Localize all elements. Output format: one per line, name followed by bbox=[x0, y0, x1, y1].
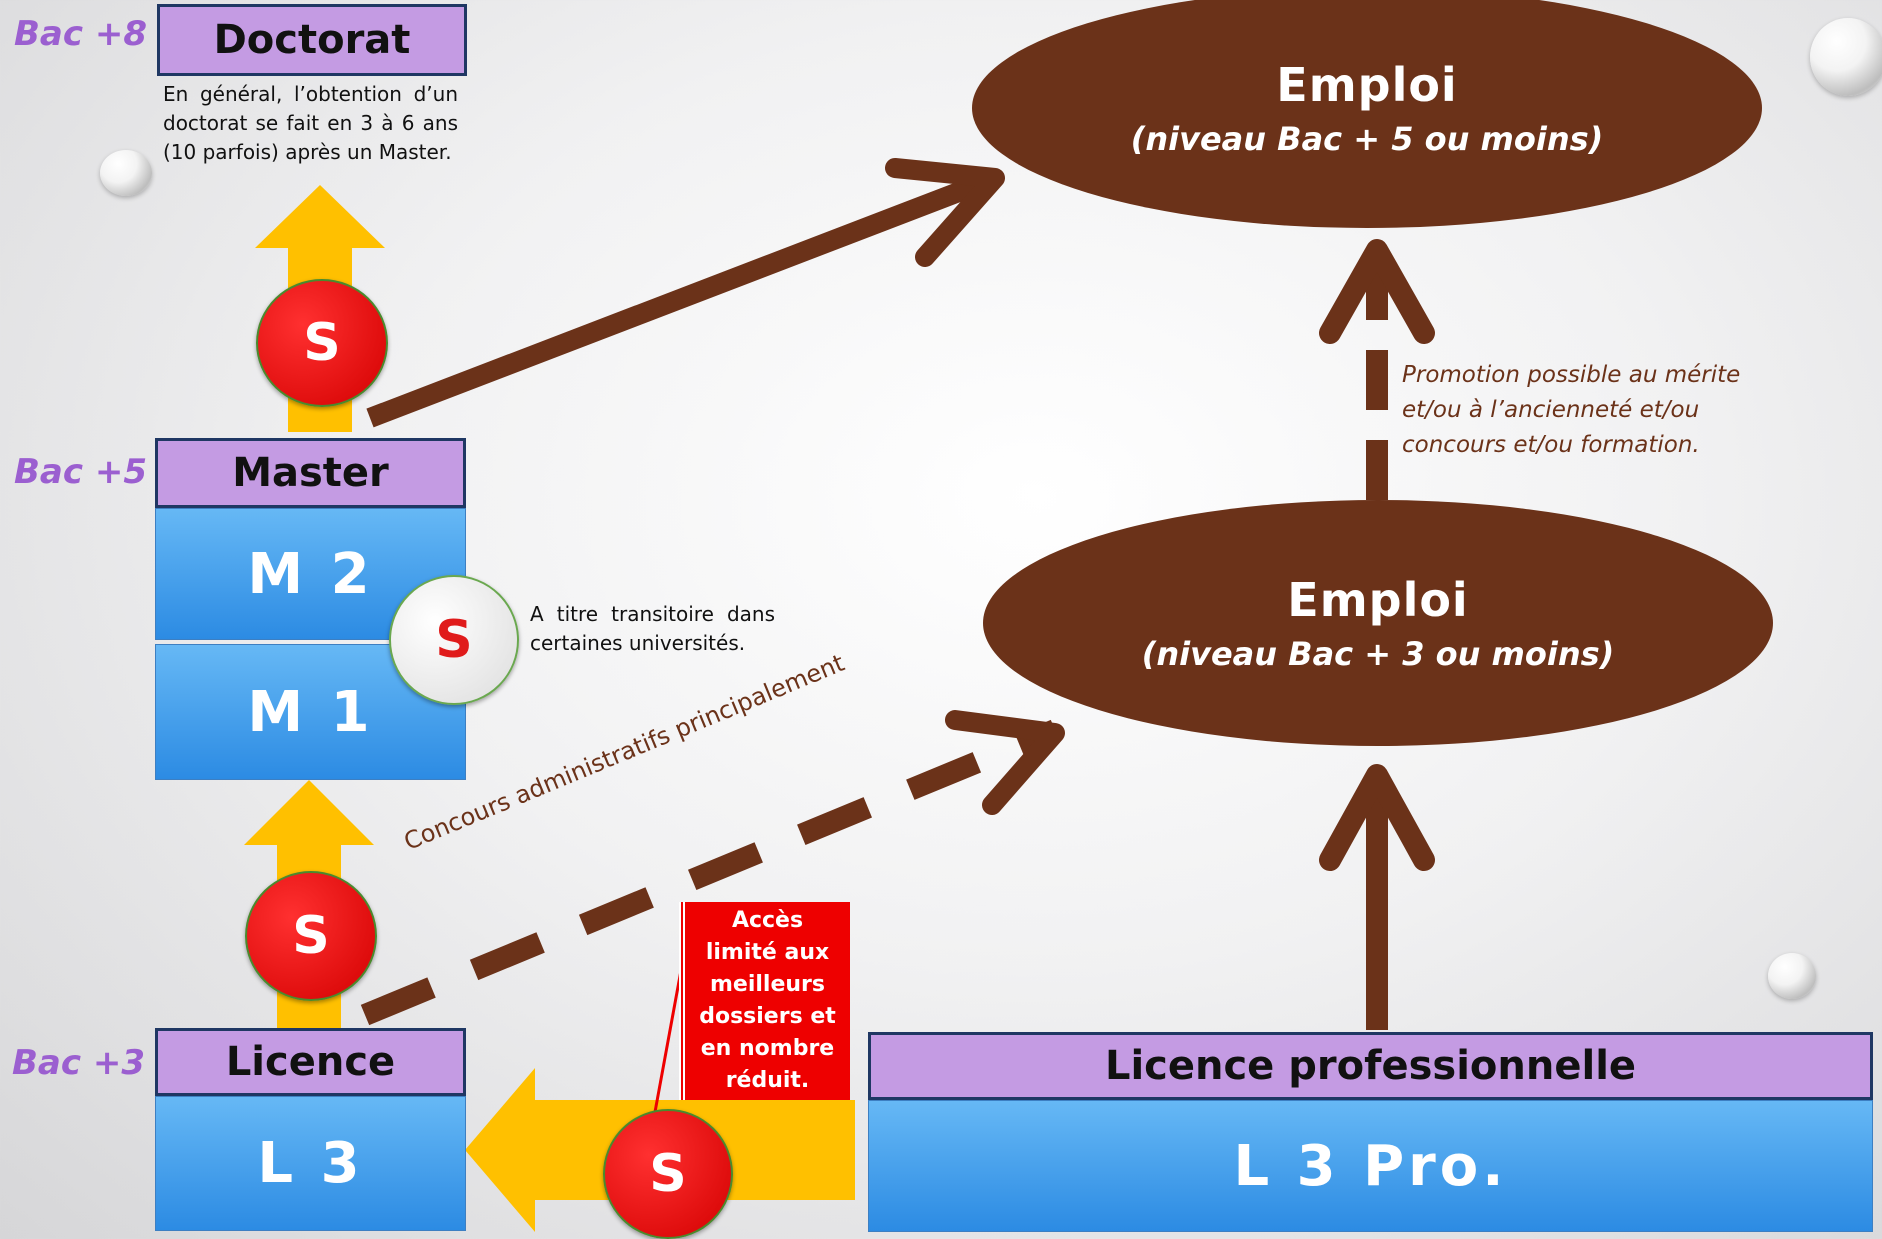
emploi-top-title: Emploi bbox=[1276, 58, 1458, 112]
promotion-note: Promotion possible au mérite et/ou à l’a… bbox=[1402, 362, 1741, 458]
arrowhead-emploi-mid bbox=[945, 710, 1065, 815]
licence-pro-label: Licence professionnelle bbox=[868, 1032, 1873, 1100]
level-bac-3: Bac +3 bbox=[12, 1043, 145, 1083]
decorative-bubble bbox=[1768, 953, 1816, 999]
emploi-top-subtitle: (niveau Bac + 5 ou moins) bbox=[1130, 120, 1604, 158]
doctorat-label: Doctorat bbox=[157, 4, 467, 76]
selection-badge-licence: S bbox=[603, 1109, 733, 1239]
l3-box: L 3 bbox=[155, 1096, 466, 1231]
arrowhead-up-emploi-mid bbox=[1319, 764, 1435, 871]
emploi-mid-ellipse: Emploi (niveau Bac + 3 ou moins) bbox=[983, 500, 1773, 746]
selection-badge-master: S bbox=[245, 871, 377, 1001]
acces-limite-note: Accès limité aux meilleurs dossiers et e… bbox=[679, 902, 850, 1100]
arrowhead-up-emploi-top bbox=[1319, 239, 1435, 344]
licence-label: Licence bbox=[155, 1028, 466, 1096]
transition-note: A titre transitoire dans certaines unive… bbox=[530, 602, 775, 655]
emploi-mid-title: Emploi bbox=[1287, 573, 1469, 627]
arrowhead-emploi-top bbox=[885, 158, 1005, 267]
arrow-master-to-emploi bbox=[366, 170, 994, 428]
selection-badge-doctorat: S bbox=[256, 279, 388, 407]
selection-badge-transition: S bbox=[389, 575, 519, 705]
master-label: Master bbox=[155, 438, 466, 508]
level-bac-5: Bac +5 bbox=[14, 452, 147, 492]
l3-pro-box: L 3 Pro. bbox=[868, 1100, 1873, 1232]
level-bac-8: Bac +8 bbox=[14, 14, 147, 54]
emploi-mid-subtitle: (niveau Bac + 3 ou moins) bbox=[1141, 635, 1615, 673]
decorative-bubble bbox=[100, 150, 152, 196]
doctorat-note: En général, l’obtention d’un doctorat se… bbox=[163, 82, 458, 164]
arrow-concours-dashed bbox=[360, 719, 1060, 1026]
red-pointer-line bbox=[653, 964, 684, 1113]
emploi-top-ellipse: Emploi (niveau Bac + 5 ou moins) bbox=[972, 0, 1762, 228]
decorative-bubble bbox=[1810, 18, 1882, 96]
